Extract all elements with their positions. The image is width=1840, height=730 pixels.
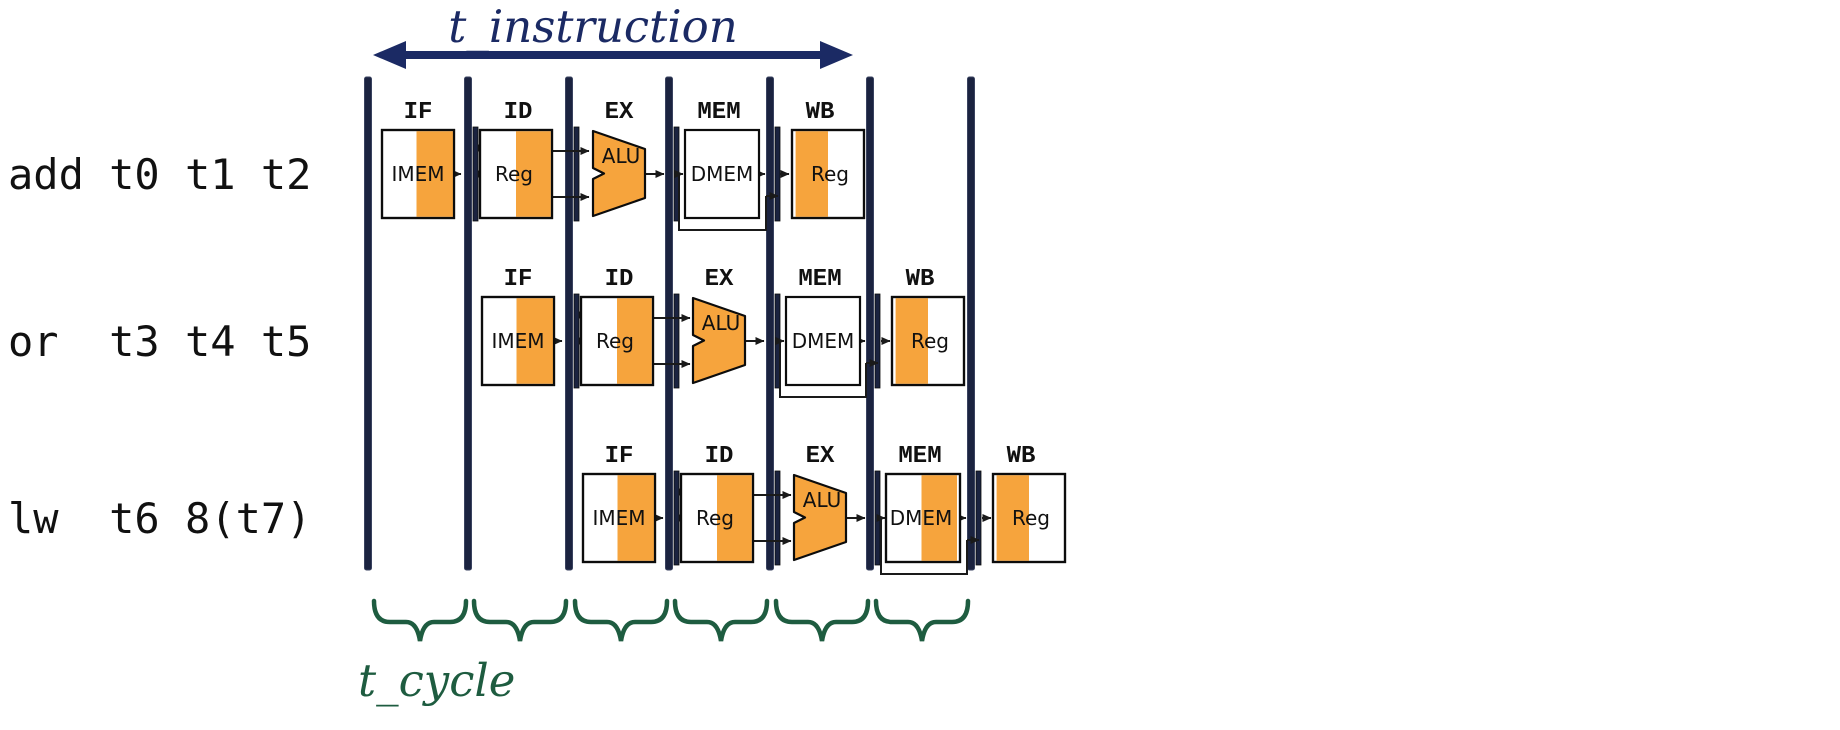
cycle-brace <box>672 598 770 642</box>
unit-label: IMEM <box>491 329 544 353</box>
stage-label: MEM <box>898 443 941 470</box>
cycle-bar-1 <box>364 76 372 571</box>
cycle-bar-4 <box>665 76 673 571</box>
pipeline-row-or: IF ID EX MEM WB IMEM <box>480 266 966 398</box>
unit-reg-read: Reg <box>579 295 655 387</box>
pipeline-row-lw: IF ID EX MEM WB IMEM <box>581 443 1067 575</box>
unit-label: IMEM <box>592 506 645 530</box>
unit-reg-write: Reg <box>790 128 866 220</box>
unit-label: Reg <box>811 162 849 186</box>
cycle-bar-5 <box>766 76 774 571</box>
cycle-bar-6 <box>866 76 874 571</box>
cycle-bar-2 <box>464 76 472 571</box>
unit-label: IMEM <box>391 162 444 186</box>
cycle-bar-7 <box>967 76 975 571</box>
stage-label: ID <box>605 266 634 293</box>
unit-label: Reg <box>696 506 734 530</box>
stage-label: WB <box>1007 443 1036 470</box>
pipeline-latch <box>673 470 680 566</box>
t-cycle-label: t_cycle <box>358 654 515 707</box>
t-instruction-label: t_instruction <box>448 0 737 53</box>
unit-imem: IMEM <box>380 128 456 220</box>
unit-label: Reg <box>495 162 533 186</box>
stage-label: WB <box>906 266 935 293</box>
unit-reg-write: Reg <box>991 472 1067 564</box>
unit-alu: ALU <box>691 296 747 385</box>
unit-dmem: DMEM <box>784 295 862 387</box>
t-instruction-arrow <box>373 41 853 69</box>
unit-label: DMEM <box>890 506 953 530</box>
unit-imem: IMEM <box>480 295 556 387</box>
instruction-label-add: add t0 t1 t2 <box>8 150 311 199</box>
cycle-brace <box>572 598 670 642</box>
cycle-brace <box>873 598 971 642</box>
t-cycle-braces <box>371 598 971 642</box>
stage-label: MEM <box>697 99 740 126</box>
stage-label: EX <box>705 266 734 293</box>
pipeline-latch <box>975 470 982 566</box>
unit-label: Reg <box>596 329 634 353</box>
pipeline-latch <box>472 126 479 222</box>
stage-label: EX <box>806 443 835 470</box>
unit-label: ALU <box>702 311 740 335</box>
unit-dmem: DMEM <box>683 128 761 220</box>
arrow-head-right <box>820 41 853 69</box>
stage-label: MEM <box>798 266 841 293</box>
unit-label: Reg <box>1012 506 1050 530</box>
unit-label: ALU <box>803 488 841 512</box>
stage-label: IF <box>504 266 533 293</box>
pipeline-latch <box>774 470 781 566</box>
unit-reg-read: Reg <box>679 472 755 564</box>
unit-dmem: DMEM <box>884 472 962 564</box>
pipeline-row-add: IF ID EX MEM WB IMEM <box>380 99 866 231</box>
unit-alu: ALU <box>792 473 848 562</box>
unit-reg-read: Reg <box>478 128 554 220</box>
cycle-bars <box>364 76 975 571</box>
pipeline-latch <box>874 470 881 566</box>
unit-reg-write: Reg <box>890 295 966 387</box>
pipeline-latch <box>573 126 580 222</box>
unit-label: DMEM <box>691 162 754 186</box>
pipeline-latch <box>874 293 881 389</box>
pipeline-latch <box>774 126 781 222</box>
cycle-brace <box>371 598 469 642</box>
stage-label: EX <box>605 99 634 126</box>
stage-label: IF <box>404 99 433 126</box>
instruction-label-lw: lw t6 8(t7) <box>8 494 311 543</box>
unit-imem: IMEM <box>581 472 657 564</box>
cycle-bar-3 <box>565 76 573 571</box>
stage-label: WB <box>806 99 835 126</box>
unit-alu: ALU <box>591 129 647 218</box>
cycle-brace <box>773 598 871 642</box>
unit-label: ALU <box>602 144 640 168</box>
stage-label: ID <box>504 99 533 126</box>
stage-label: ID <box>705 443 734 470</box>
instruction-label-or: or t3 t4 t5 <box>8 317 311 366</box>
pipeline-latch <box>673 293 680 389</box>
unit-label: Reg <box>911 329 949 353</box>
stage-label: IF <box>605 443 634 470</box>
cycle-brace <box>471 598 569 642</box>
arrow-head-left <box>373 41 406 69</box>
arrow-shaft <box>400 51 826 59</box>
pipeline-latch <box>573 293 580 389</box>
unit-label: DMEM <box>792 329 855 353</box>
